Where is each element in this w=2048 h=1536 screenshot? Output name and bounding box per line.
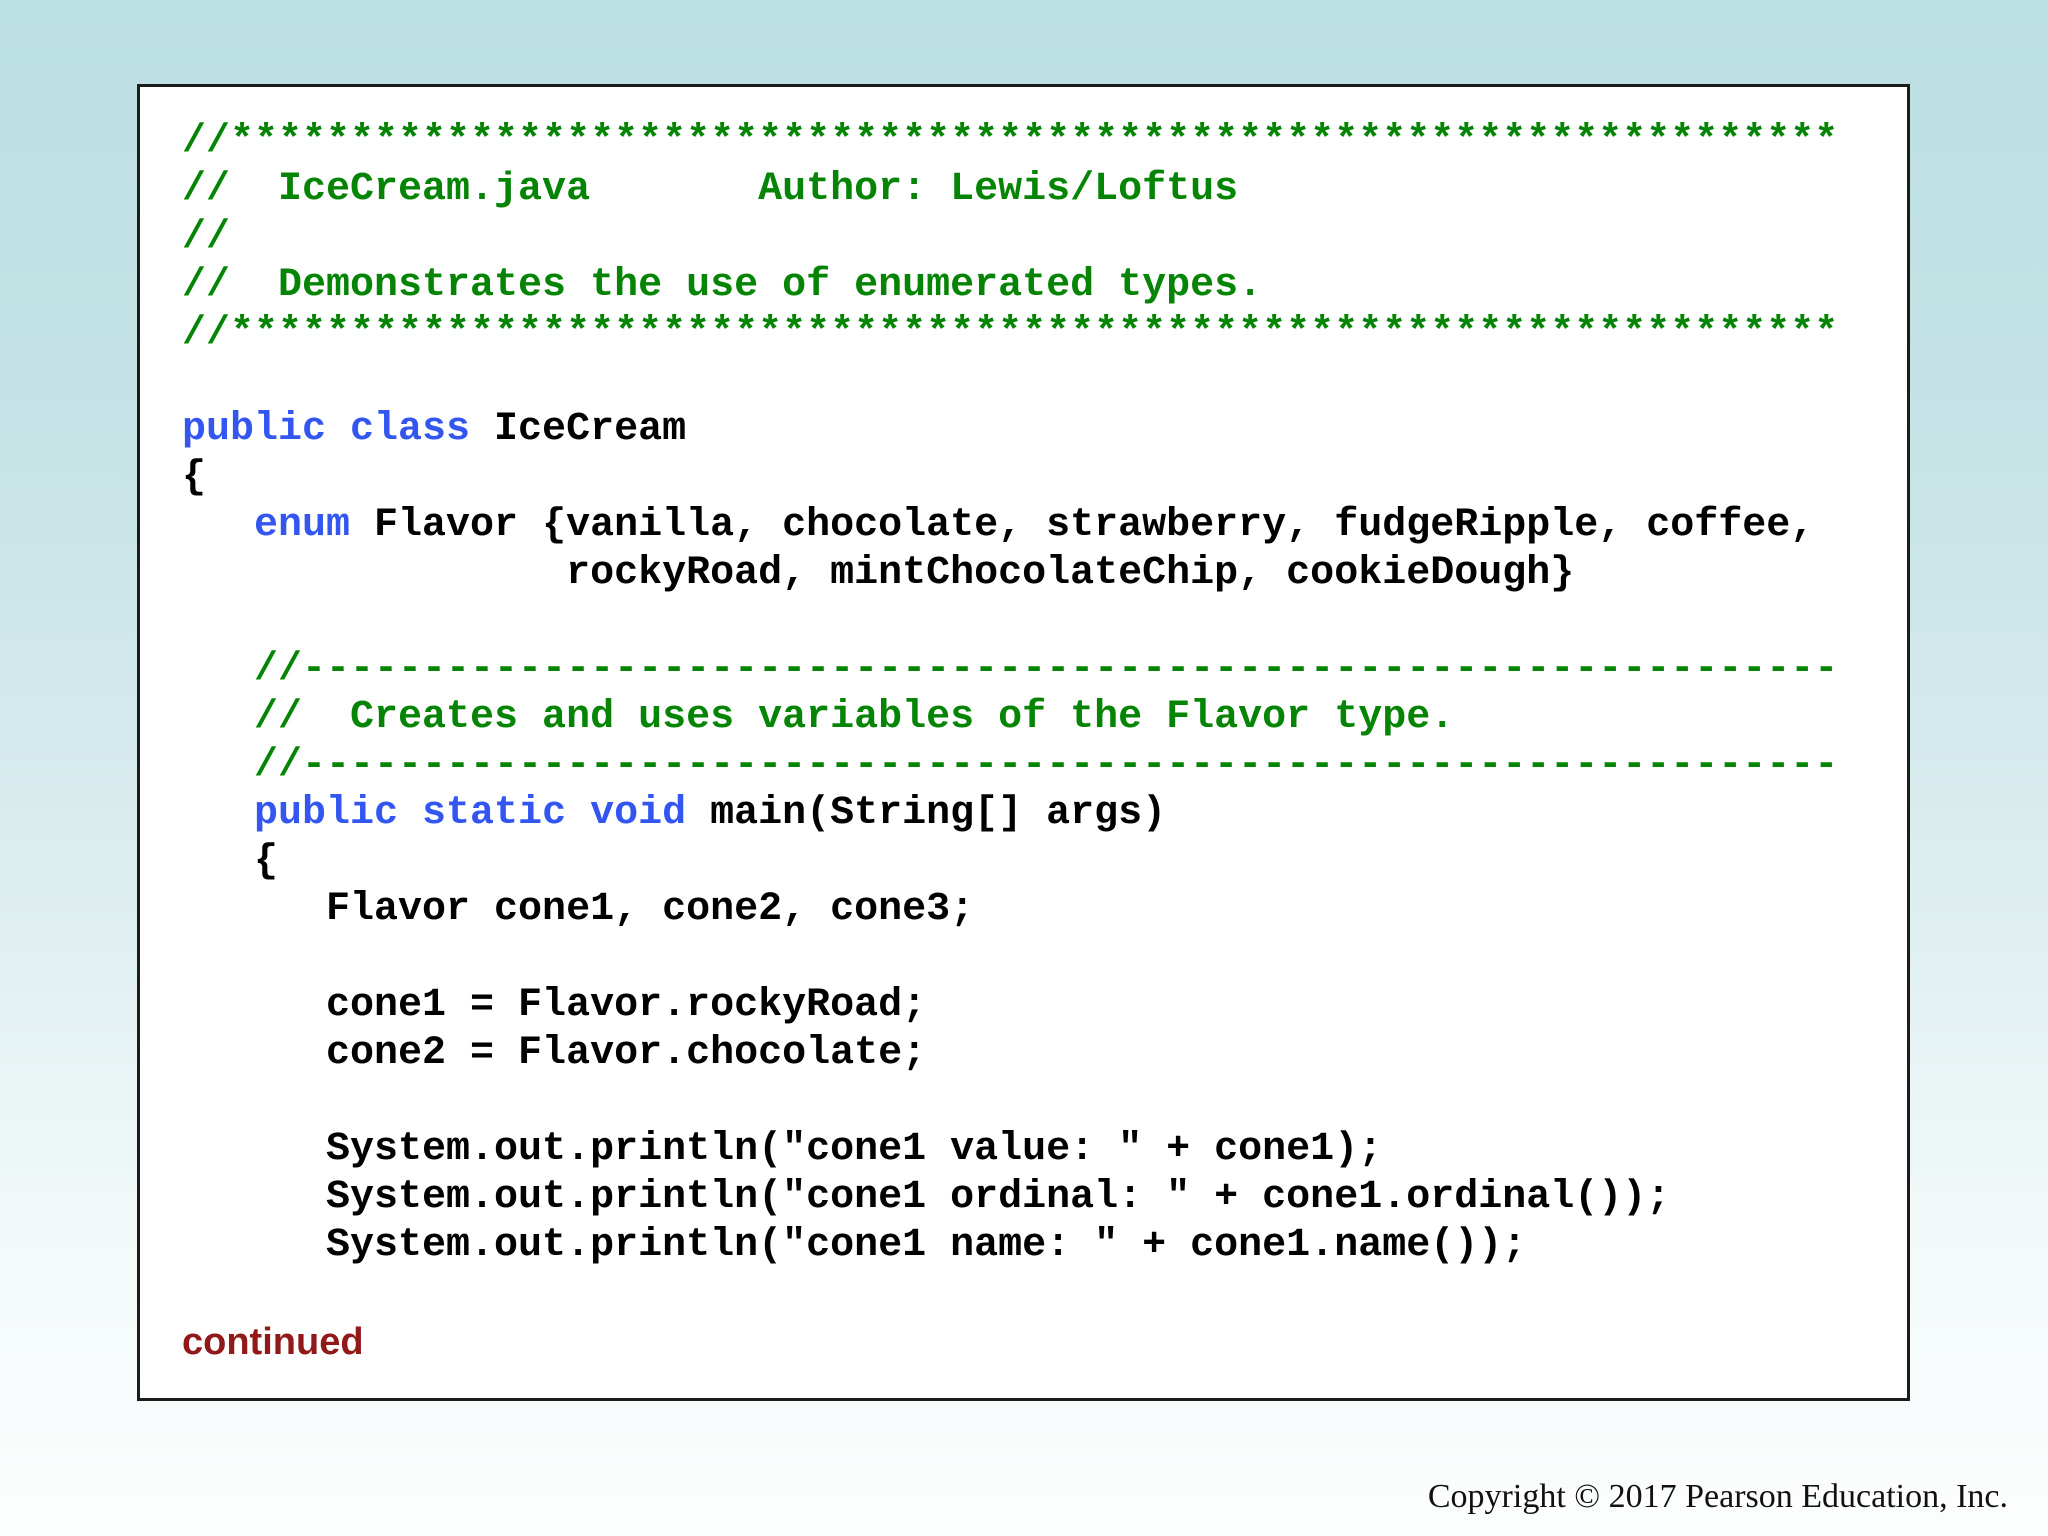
code-line: // Creates and uses variables of the Fla… xyxy=(182,695,1455,740)
code-line: System.out.println("cone1 ordinal: " + c… xyxy=(182,1175,1671,1220)
code-line: cone2 = Flavor.chocolate; xyxy=(182,1031,927,1076)
code-panel: //**************************************… xyxy=(137,84,1910,1401)
code-line: Flavor cone1, cone2, cone3; xyxy=(182,887,975,932)
continued-label: continued xyxy=(182,1321,364,1363)
code-line: //**************************************… xyxy=(182,311,1839,356)
code-line: // xyxy=(182,215,231,260)
code-line: public static void main(String[] args) xyxy=(254,791,1167,836)
code-line: //--------------------------------------… xyxy=(182,647,1839,692)
copyright-text: Copyright © 2017 Pearson Education, Inc. xyxy=(1427,1478,2008,1515)
code-line: //--------------------------------------… xyxy=(182,743,1839,788)
code-line: System.out.println("cone1 value: " + con… xyxy=(182,1127,1383,1172)
code-line xyxy=(182,598,1897,646)
code-line: public class IceCream xyxy=(182,407,687,452)
code-line: rockyRoad, mintChocolateChip, cookieDoug… xyxy=(182,551,1575,596)
code-line: // IceCream.java Author: Lewis/Loftus xyxy=(182,167,1239,212)
code-line: cone1 = Flavor.rockyRoad; xyxy=(182,983,927,1028)
code-line: enum Flavor {vanilla, chocolate, strawbe… xyxy=(254,503,1815,548)
code-line xyxy=(182,358,1897,406)
java-code: //**************************************… xyxy=(140,87,1907,1270)
code-line: { xyxy=(182,455,207,500)
code-line: // Demonstrates the use of enumerated ty… xyxy=(182,263,1263,308)
code-line: System.out.println("cone1 name: " + cone… xyxy=(182,1223,1527,1268)
code-line xyxy=(182,1078,1897,1126)
code-line xyxy=(182,934,1897,982)
code-line: { xyxy=(182,839,279,884)
code-line: //**************************************… xyxy=(182,119,1839,164)
